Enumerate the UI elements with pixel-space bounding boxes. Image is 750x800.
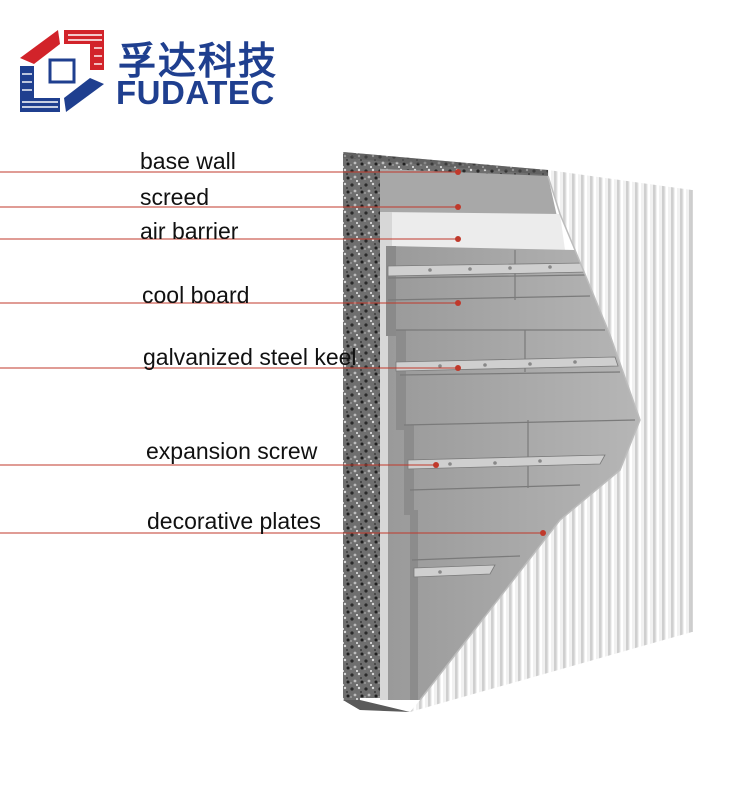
callout-cool-board: cool board: [142, 284, 249, 307]
callout-galvanized-steel-keel: galvanized steel keel: [143, 346, 357, 369]
callout-air-barrier: air barrier: [140, 220, 238, 243]
callout-base-wall: base wall: [140, 150, 236, 173]
base-wall-side: [343, 152, 360, 710]
callout-screed: screed: [140, 186, 209, 209]
callout-decorative-plates: decorative plates: [147, 510, 321, 533]
air-barrier-layer: [380, 212, 565, 250]
callout-expansion-screw: expansion screw: [146, 440, 317, 463]
